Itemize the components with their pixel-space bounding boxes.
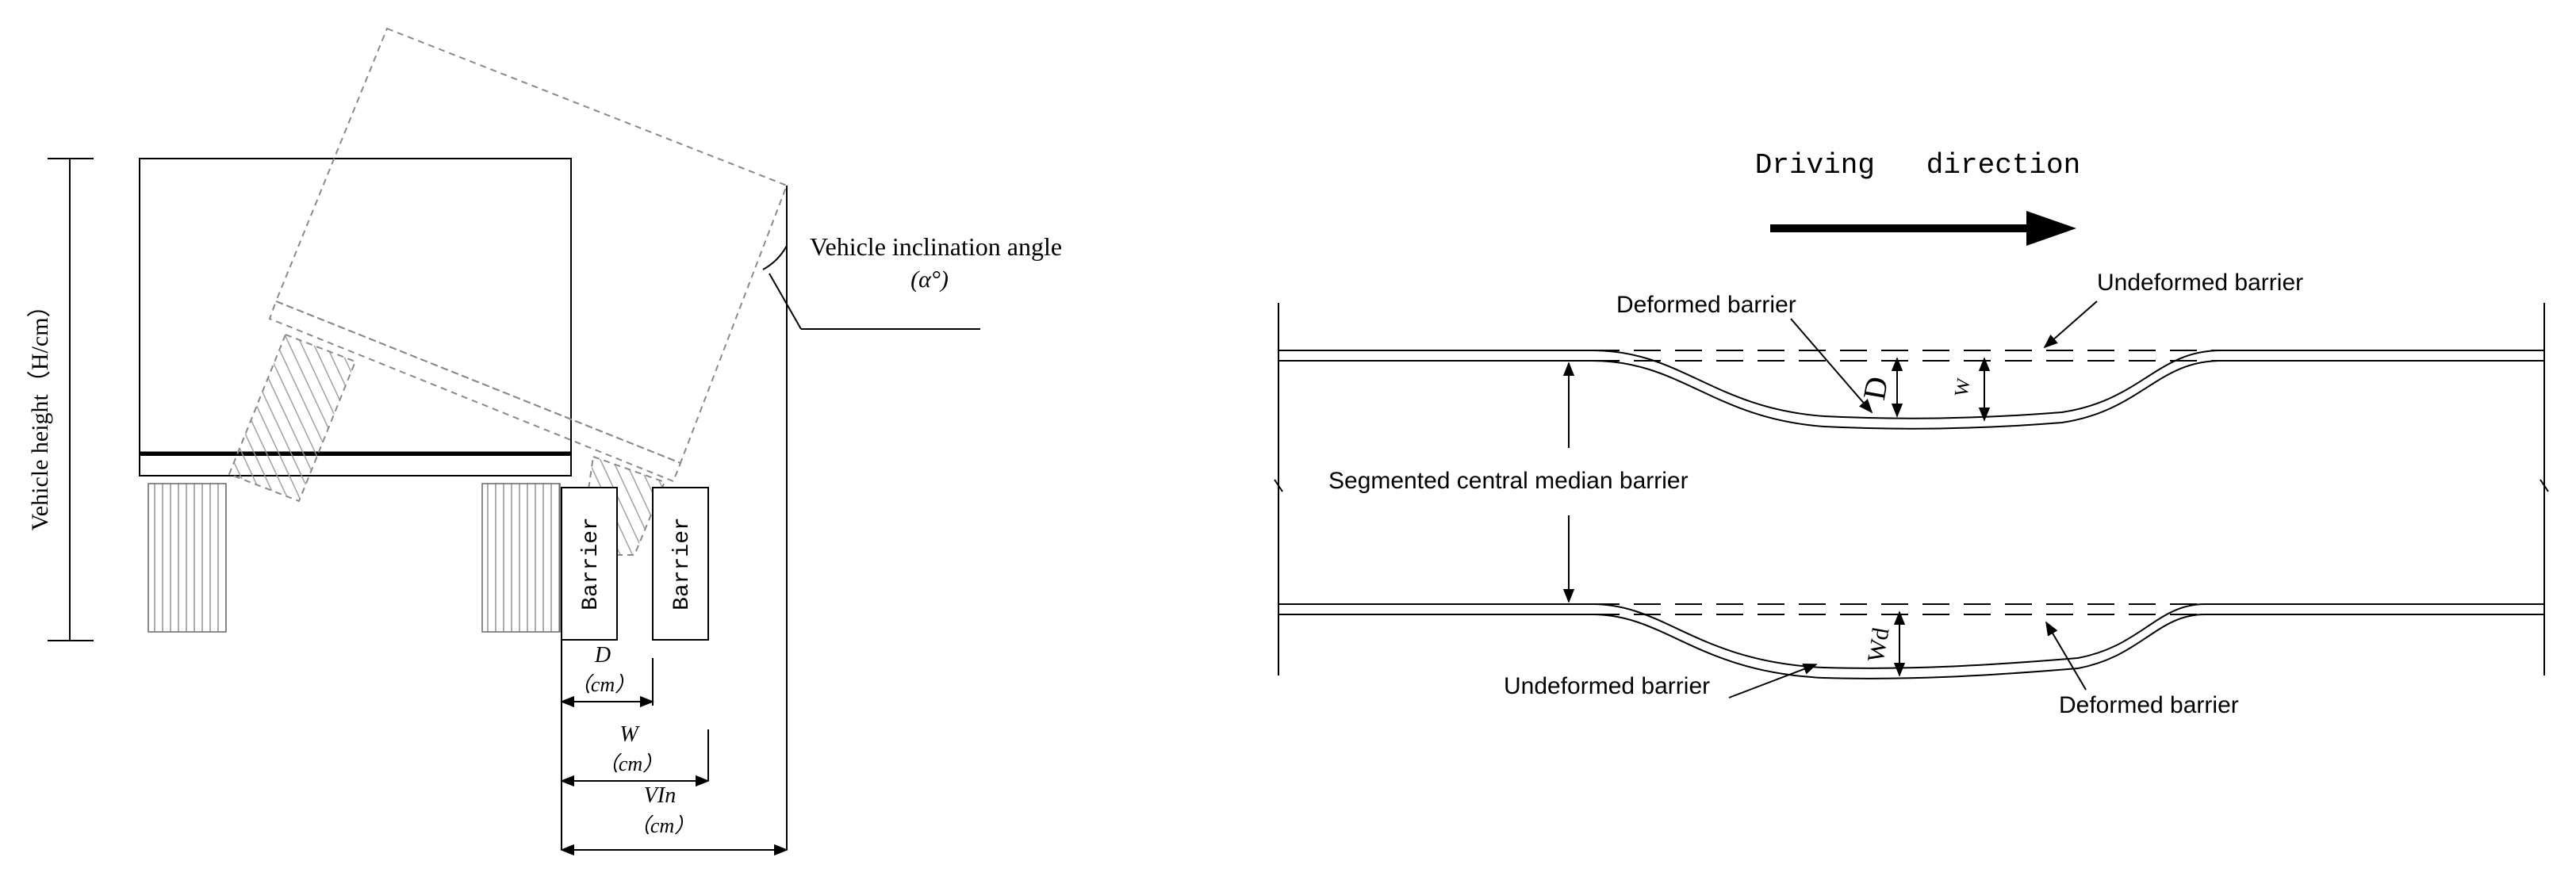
deformed-barrier-bottom-label: Deformed barrier [2059,692,2239,718]
bottom-deformed-curve-lower [1592,614,2206,679]
deformed-barrier-top-label: Deformed barrier [1616,292,1796,318]
upright-vehicle [139,158,572,633]
road-edges [1274,303,2549,675]
angle-label-line2: (α°) [910,266,949,293]
vin-unit: （cm） [630,814,695,837]
vin-label: VIn [644,783,676,808]
right-wheel [481,483,561,633]
w-unit: （cm） [598,752,663,775]
undeformed-barrier-top-label: Undeformed barrier [2097,270,2303,296]
d-label: D [594,643,611,668]
driving-direction-label: Driving direction [1755,149,2080,182]
angle-indicator [762,186,980,850]
vehicle-height-dimension [48,158,94,641]
w-mark: W [1951,377,1975,398]
svg-text:Barrier: Barrier [670,517,695,610]
segmented-median-label: Segmented central median barrier [1328,468,1689,494]
undeformed-barrier-bottom-leader [1728,664,1818,698]
outer-barrier: Barrier [652,487,709,641]
bottom-barrier [1278,603,2544,679]
tilted-left-wheel [228,333,357,503]
undeformed-barrier-top-leader [2043,300,2098,349]
top-deformed-curve-upper [1592,350,2221,419]
bottom-deformed-curve-upper [1592,603,2206,669]
angle-label-line1: Vehicle inclination angle [810,232,1062,261]
d-mark: D [1856,374,1895,403]
d-unit: （cm） [570,673,635,696]
right-diagram: Driving direction D [1274,149,2549,718]
top-dimension-marks [1891,357,1991,422]
inner-barrier: Barrier [561,487,618,641]
vehicle-height-label: Vehicle height（H/cm） [27,293,53,530]
undeformed-barrier-bottom-label: Undeformed barrier [1504,673,1710,699]
deformed-barrier-bottom-leader [2045,621,2087,691]
wd-mark: Wd [1863,626,1895,664]
left-wheel [148,483,227,633]
deformed-barrier-top-leader [1790,318,1873,414]
w-label: W [619,722,640,747]
top-barrier [1278,350,2544,430]
left-diagram: Vehicle height（H/cm） Barrier Barrier [27,27,1062,856]
top-deformed-curve-lower [1592,360,2221,430]
driving-direction-arrow [1770,211,2076,246]
svg-text:Barrier: Barrier [579,517,604,610]
bottom-dimensions [560,641,788,856]
